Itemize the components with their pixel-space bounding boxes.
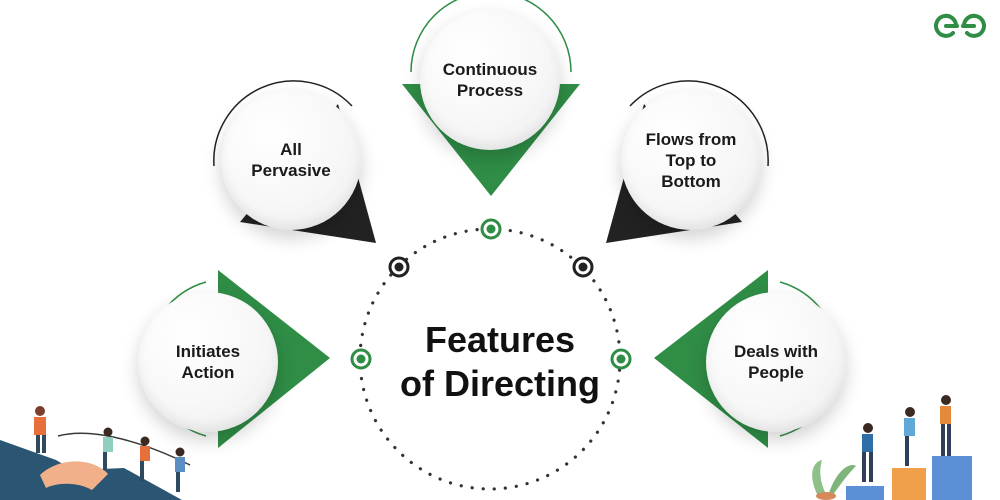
team-climbing-illustration	[0, 406, 191, 500]
connector-dot-top	[480, 218, 502, 240]
feature-node-all-pervasive: All Pervasive	[221, 90, 361, 230]
people-helping-illustration	[812, 395, 972, 500]
feature-label-line: All	[280, 140, 302, 159]
feature-label: Continuous Process	[430, 59, 550, 101]
feature-label-line: People	[748, 363, 804, 382]
feature-label-line: Continuous	[442, 60, 538, 79]
feature-label-line: Process	[456, 81, 524, 100]
title-line-1: Features	[424, 319, 576, 360]
feature-label-line: Top to	[665, 150, 717, 170]
feature-label-line: Initiates	[175, 342, 241, 361]
connector-dot-right	[610, 348, 632, 370]
feature-label: Flows from Top to Bottom	[631, 129, 751, 192]
feature-node-initiates-action: Initiates Action	[138, 292, 278, 432]
feature-label-line: Action	[181, 363, 235, 382]
feature-label-line: Flows from	[645, 129, 737, 149]
feature-label: Initiates Action	[148, 341, 268, 383]
feature-node-flows-top-to-bottom: Flows from Top to Bottom	[621, 90, 761, 230]
outline-arc-continuous	[410, 0, 572, 73]
feature-label-line: Deals with	[733, 342, 819, 361]
outline-arc-flows	[629, 80, 769, 167]
connector-dot-upper-left	[388, 256, 410, 278]
title-line-2: of Directing	[399, 363, 600, 404]
feature-label: Deals with People	[716, 341, 836, 383]
feature-label-line: Pervasive	[251, 161, 331, 180]
feature-label: All Pervasive	[231, 139, 351, 181]
connector-dot-upper-right	[572, 256, 594, 278]
feature-node-continuous-process: Continuous Process	[420, 10, 560, 150]
outline-arc-pervasive	[213, 80, 353, 167]
diagram-title: Features of Directing	[370, 318, 630, 406]
geeksforgeeks-logo-icon[interactable]	[932, 12, 988, 40]
feature-node-deals-with-people: Deals with People	[706, 292, 846, 432]
feature-label-line: Bottom	[661, 171, 721, 191]
connector-dot-left	[350, 348, 372, 370]
